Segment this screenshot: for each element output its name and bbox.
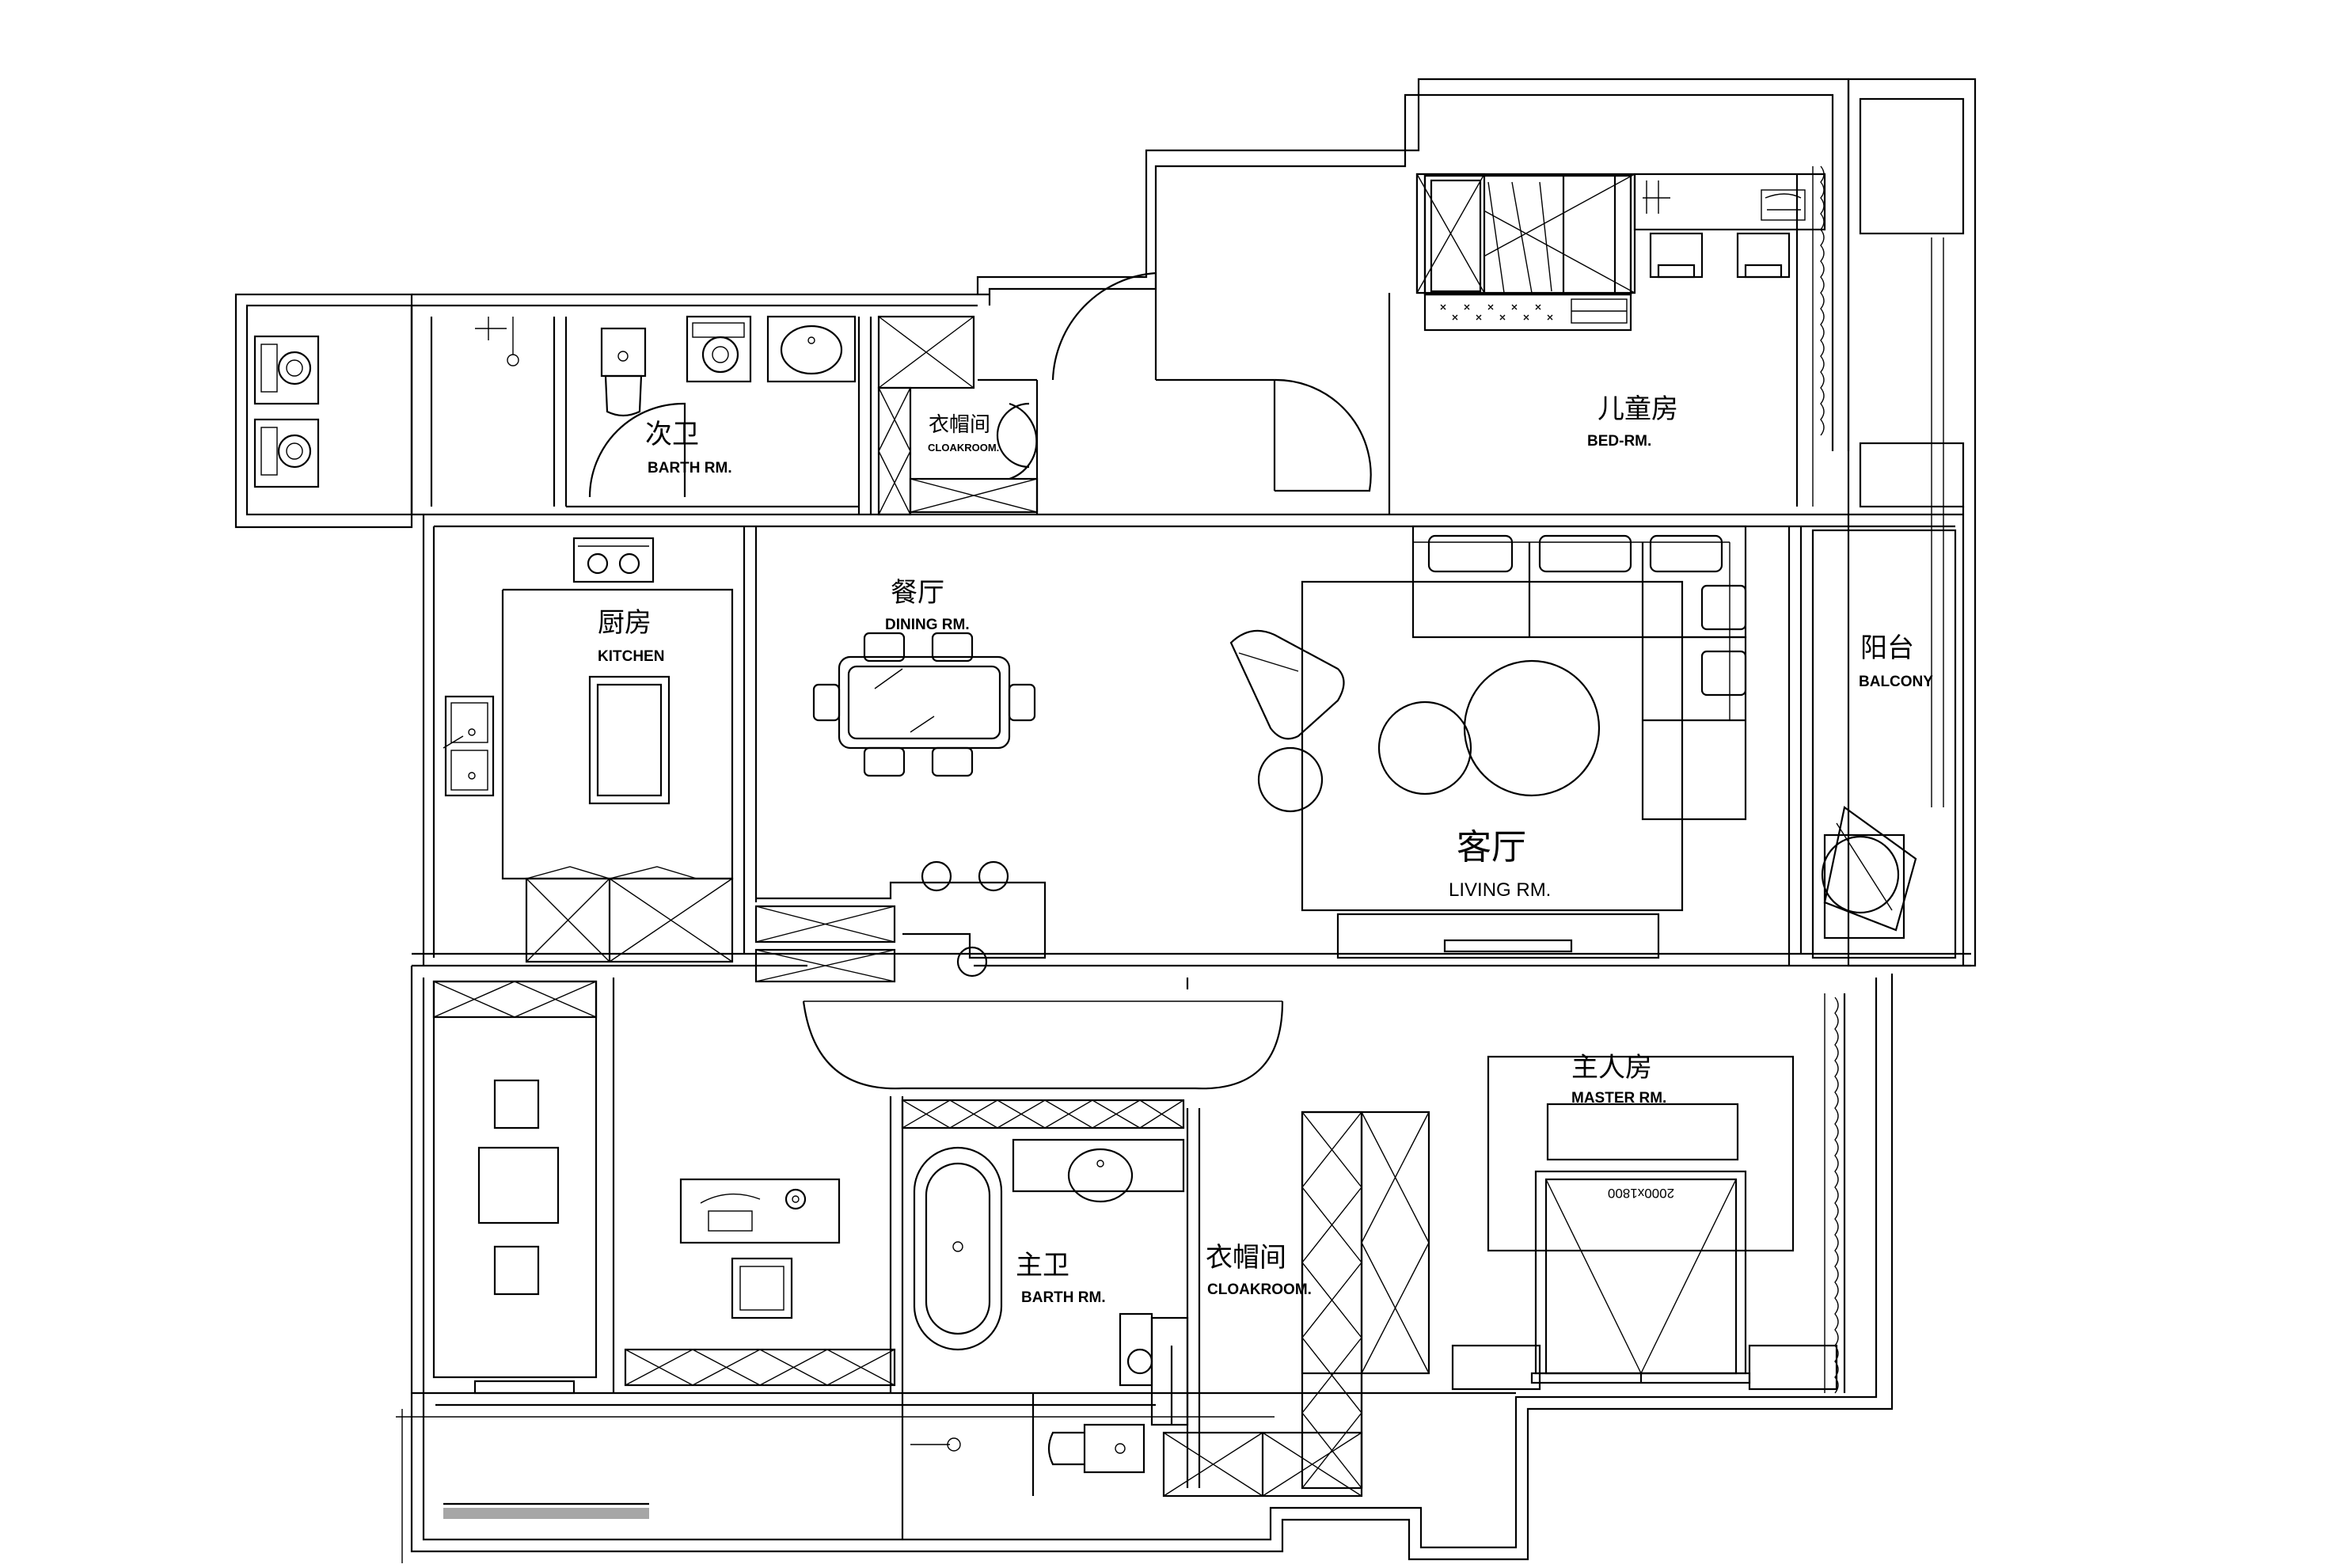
corridor-doors xyxy=(802,1000,1284,1129)
room-label-zh: 客厅 xyxy=(1457,827,1526,868)
room-label-zh: 儿童房 xyxy=(1597,393,1678,425)
room-label-zh: 衣帽间 xyxy=(1206,1242,1286,1274)
kids-room: 儿童房 BED-RM. xyxy=(1415,165,1826,507)
walls xyxy=(234,78,1977,1563)
entry-doors xyxy=(1051,271,1372,492)
room-label-zh: 主人房 xyxy=(1571,1052,1652,1084)
balcony: 阳台 BALCONY xyxy=(1811,529,1957,959)
room-label-zh: 餐厅 xyxy=(891,577,944,609)
secondary-bathroom: 次卫 BARTH RM. xyxy=(588,315,857,498)
room-label-en: CLOAKROOM. xyxy=(1207,1281,1312,1298)
room-label-en: BARTH RM. xyxy=(648,460,732,476)
master-bathroom: 主卫 BARTH RM. xyxy=(910,1138,1189,1496)
bed-size-label: 2000x1800 xyxy=(1608,1186,1674,1201)
laundry-area xyxy=(253,317,519,488)
room-label-en: LIVING RM. xyxy=(1449,879,1551,901)
room-label-en: MASTER RM. xyxy=(1571,1090,1666,1107)
room-label-zh: 次卫 xyxy=(645,419,699,450)
room-label-en: BALCONY xyxy=(1859,674,1933,690)
room-label-zh: 阳台 xyxy=(1860,632,1914,664)
room-label-en: BED-RM. xyxy=(1587,433,1651,450)
master-bedroom: 主人房 MASTER RM. 2000x1800 xyxy=(1451,993,1846,1394)
cloakroom-top: 衣帽间 CLOAKROOM. xyxy=(877,315,1039,516)
room-label-en: KITCHEN xyxy=(598,648,664,665)
room-label-en: BARTH RM. xyxy=(1021,1289,1106,1306)
room-label-en: CLOAKROOM. xyxy=(928,442,999,454)
room-label-en: DINING RM. xyxy=(885,617,970,633)
room-label-zh: 厨房 xyxy=(598,607,652,639)
living-room: 客厅 LIVING RM. xyxy=(1229,525,1747,959)
dining-area: 餐厅 DINING RM. xyxy=(754,577,1047,983)
kitchen: 厨房 KITCHEN xyxy=(443,537,734,963)
study-area xyxy=(432,980,896,1395)
room-label-zh: 衣帽间 xyxy=(929,413,990,437)
room-label-zh: 主卫 xyxy=(1016,1250,1069,1281)
cloakroom-master: 衣帽间 CLOAKROOM. xyxy=(1162,1111,1430,1498)
